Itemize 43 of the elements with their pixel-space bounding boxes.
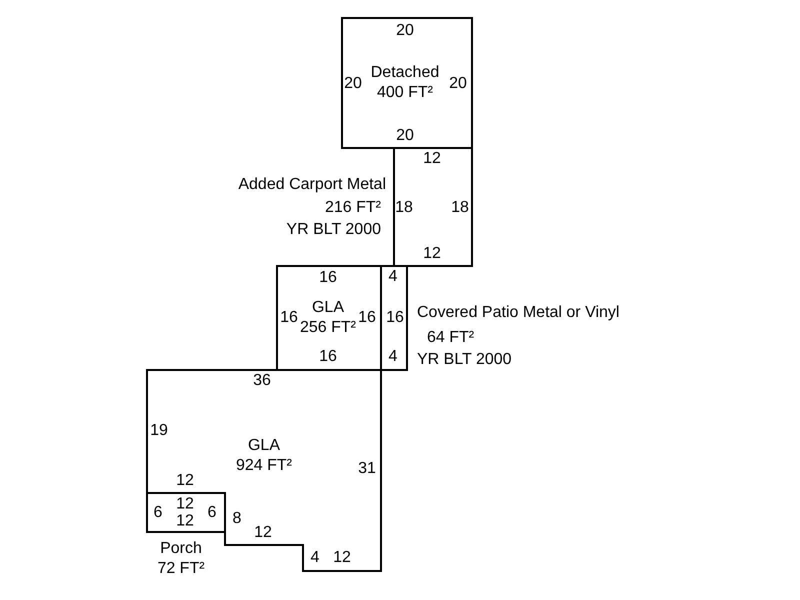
dimension-label: 16: [280, 309, 298, 327]
room-outline: [393, 147, 473, 267]
dimension-label: 4: [388, 268, 398, 286]
room-outline: [146, 369, 382, 572]
dimension-label: 12: [254, 524, 272, 542]
area-label: GLA 924 FT²: [234, 436, 293, 476]
dimension-label: 8: [232, 510, 242, 528]
room-outline: [276, 265, 382, 371]
dimension-label: 16: [386, 309, 404, 327]
area-label: GLA 256 FT²: [298, 298, 357, 338]
dimension-label: 20: [449, 75, 467, 93]
room-outline: [380, 265, 408, 371]
dimension-label: 12: [423, 150, 441, 168]
dimension-label: 12: [176, 514, 194, 528]
dimension-label: 12: [423, 245, 441, 263]
dimension-label: 16: [319, 348, 337, 366]
dimension-label: 4: [388, 348, 398, 366]
area-label: 216 FT²: [324, 198, 381, 218]
dimension-label: 12: [176, 472, 194, 490]
area-label: Detached 400 FT²: [370, 63, 440, 103]
dimension-label: 19: [150, 422, 168, 440]
dimension-label: 36: [253, 372, 271, 390]
dimension-label: 20: [344, 75, 362, 93]
dimension-label: 18: [395, 199, 413, 217]
area-label: YR BLT 2000: [286, 220, 381, 240]
room-outline: [341, 17, 473, 149]
room-outline: [146, 492, 226, 533]
area-label: YR BLT 2000: [417, 350, 512, 370]
area-label: Covered Patio Metal or Vinyl: [417, 303, 620, 323]
dimension-label: 16: [319, 269, 337, 287]
dimension-label: 12: [176, 496, 194, 512]
dimension-label: 4: [310, 549, 320, 567]
dimension-label: 6: [154, 504, 162, 522]
dimension-label: 6: [208, 504, 216, 522]
dimension-label: 16: [358, 309, 376, 327]
dimension-label: 31: [358, 460, 376, 478]
dimension-label: 18: [451, 199, 469, 217]
dimension-label: 12: [333, 549, 351, 567]
area-label: Added Carport Metal: [238, 175, 386, 195]
dimension-label: 20: [396, 127, 414, 145]
dimension-label: 20: [396, 22, 414, 40]
area-label: 64 FT²: [427, 328, 474, 348]
area-label: Porch 72 FT²: [156, 539, 206, 579]
